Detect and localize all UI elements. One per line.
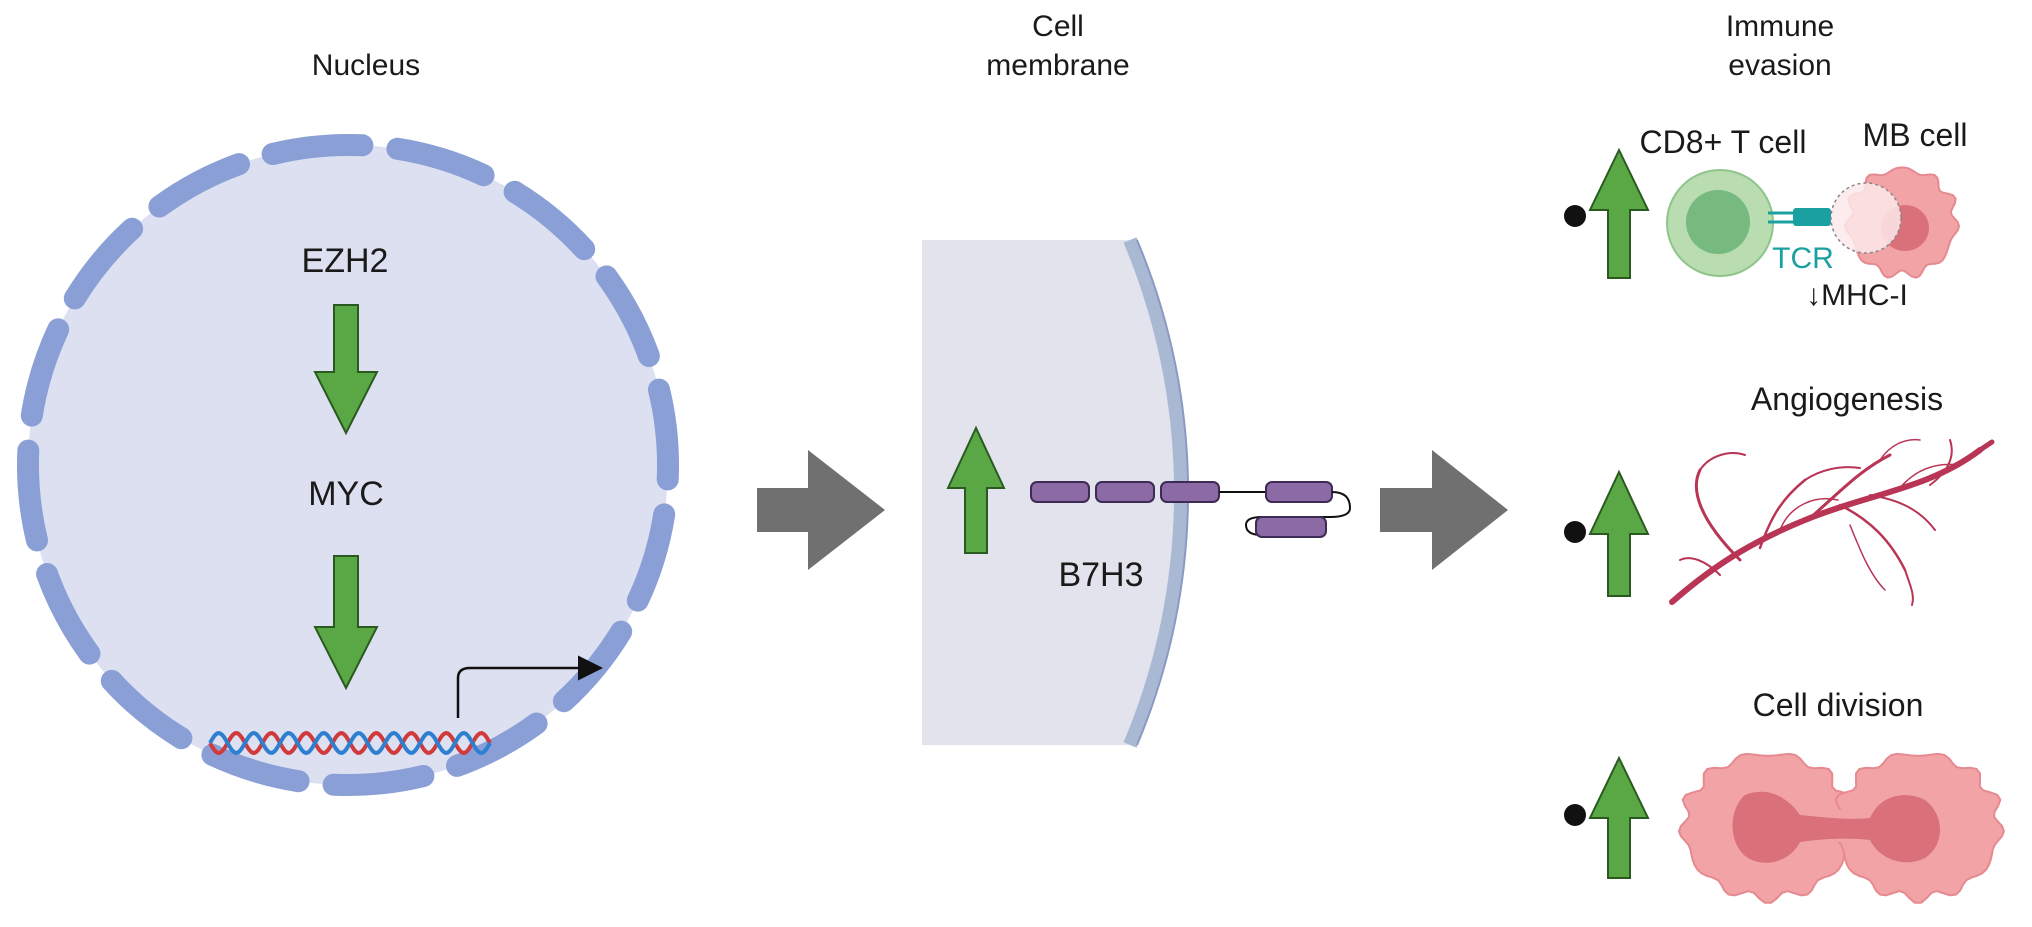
envelope-segment bbox=[63, 217, 144, 310]
b7h3-protein bbox=[1030, 481, 1352, 538]
envelope-segment bbox=[595, 265, 660, 367]
myc-to-dna-arrow bbox=[313, 555, 379, 691]
transcription-arrow bbox=[456, 655, 603, 718]
nucleus bbox=[16, 133, 680, 797]
dividing-nucleus bbox=[1732, 791, 1940, 863]
envelope-segment bbox=[16, 439, 48, 552]
envelope-segment bbox=[386, 137, 495, 187]
nucleus-header: Nucleus bbox=[312, 49, 420, 82]
b7h3-domain-1 bbox=[1030, 481, 1090, 503]
envelope-segment bbox=[626, 503, 676, 612]
envelope-segment bbox=[20, 318, 70, 427]
immune-header-line2: evasion bbox=[1728, 49, 1831, 82]
angiogenesis-upregulation-arrow bbox=[1588, 469, 1650, 597]
envelope-segment bbox=[201, 743, 310, 793]
immune-header-line1: Immune bbox=[1726, 10, 1834, 43]
mhc-i-loss bbox=[1830, 182, 1902, 254]
cd8-t-cell bbox=[1666, 169, 1774, 277]
b7h3-domain-3 bbox=[1160, 481, 1220, 503]
membrane-header-line1: Cell bbox=[1032, 10, 1084, 43]
envelope-segment bbox=[261, 133, 374, 165]
flow-arrow-1 bbox=[757, 450, 885, 570]
tcell-label: CD8+ T cell bbox=[1640, 124, 1807, 160]
tcr-receptor bbox=[1793, 208, 1831, 226]
cell-division-upregulation-arrow bbox=[1588, 755, 1650, 879]
bullet-angiogenesis bbox=[1564, 521, 1586, 543]
mb-cell-immune bbox=[1830, 166, 1961, 279]
ezh2-to-myc-arrow bbox=[313, 304, 379, 436]
nuclear-envelope bbox=[16, 133, 680, 797]
bullet-cell-division bbox=[1564, 804, 1586, 826]
angiogenesis-label: Angiogenesis bbox=[1751, 381, 1943, 417]
dividing-cell bbox=[1677, 752, 2005, 904]
b7h3-label: B7H3 bbox=[1058, 556, 1143, 594]
b7h3-domain-2 bbox=[1095, 481, 1155, 503]
tcr-mhc-complex bbox=[1768, 208, 1831, 226]
flow-arrow-2 bbox=[1380, 450, 1508, 570]
bullet-immune bbox=[1564, 205, 1586, 227]
nucleus-body bbox=[28, 145, 668, 785]
envelope-segment bbox=[503, 180, 596, 261]
b7h3-domain-4 bbox=[1265, 481, 1333, 503]
tcr-label: TCR bbox=[1772, 242, 1834, 275]
blood-vessels bbox=[1669, 438, 1995, 606]
envelope-segment bbox=[36, 563, 101, 665]
myc-label: MYC bbox=[308, 475, 384, 513]
envelope-segment bbox=[648, 378, 680, 491]
cell-division-label: Cell division bbox=[1753, 687, 1924, 723]
envelope-segment bbox=[148, 153, 250, 218]
membrane-header-line2: membrane bbox=[986, 49, 1129, 82]
b7h3-upregulation-arrow bbox=[946, 425, 1006, 554]
mhc-i-label: ↓MHC-I bbox=[1806, 279, 1908, 312]
envelope-segment bbox=[322, 765, 435, 797]
immune-upregulation-arrow bbox=[1588, 147, 1650, 279]
envelope-segment bbox=[100, 669, 193, 750]
ezh2-label: EZH2 bbox=[302, 242, 389, 280]
mb-cell-label: MB cell bbox=[1863, 117, 1968, 153]
envelope-segment bbox=[446, 712, 548, 777]
dna-helix bbox=[208, 730, 492, 756]
b7h3-domain-5 bbox=[1255, 516, 1327, 538]
